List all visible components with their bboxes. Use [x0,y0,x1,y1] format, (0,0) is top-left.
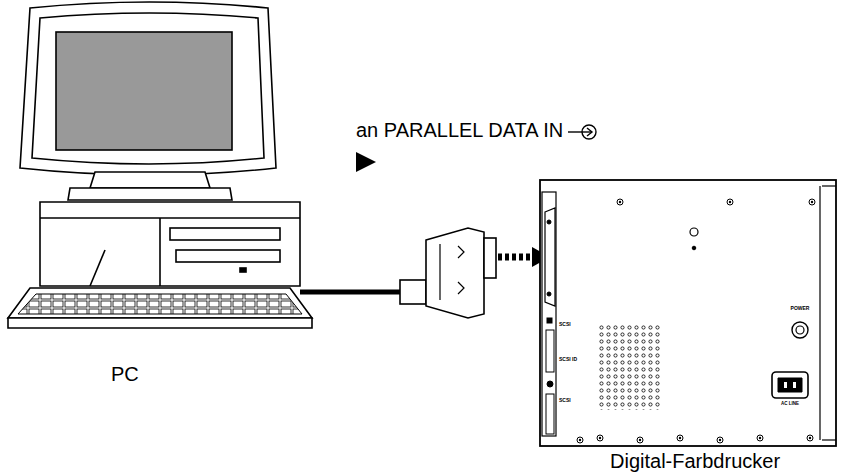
screw [597,435,603,441]
screw [677,435,683,441]
screw [577,437,583,443]
keyboard [8,288,312,328]
screw-heads [577,199,815,443]
device-label: PC [111,364,139,384]
port-label: SCSI [559,322,571,327]
screw [807,435,813,441]
signal-label: an PARALLEL DATA IN [356,120,563,140]
screw [637,437,643,443]
screw [809,199,815,205]
parallel-cable [300,228,550,318]
port-label: SCSI [559,398,571,403]
screw [717,437,723,443]
printer-rear [540,180,836,446]
screw [757,435,763,441]
screw [727,199,733,205]
port-label: SCSI ID [559,357,577,362]
socket-label: AC LINE [781,402,799,407]
pc-case [40,202,300,286]
pc-monitor [20,2,276,200]
screw [617,199,623,205]
switch-label: POWER [791,306,810,311]
device-label: Digital-Farbdrucker [610,451,780,471]
